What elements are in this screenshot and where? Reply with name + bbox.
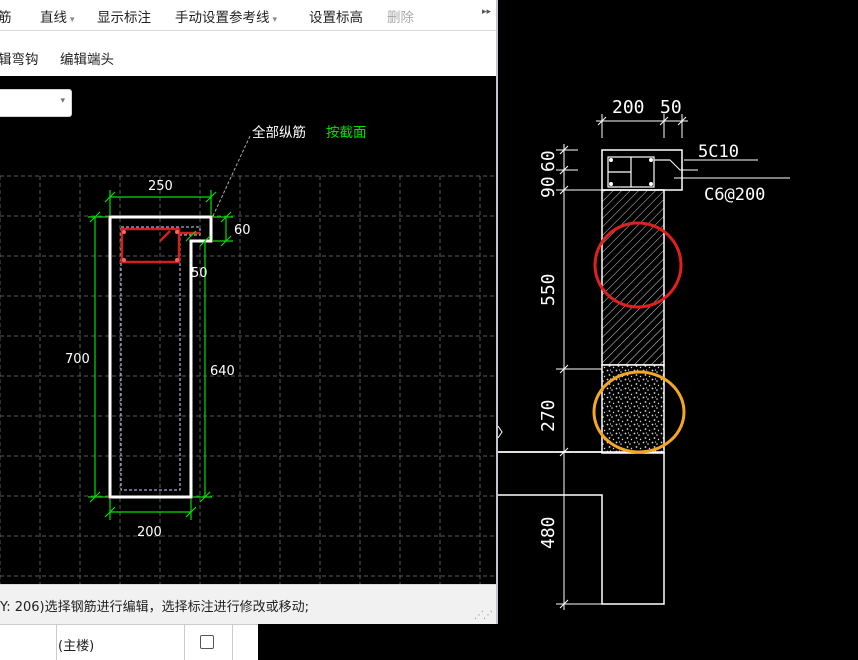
section-outline[interactable] xyxy=(108,215,213,499)
toolbar-show-dims-button[interactable]: 显示标注 xyxy=(97,10,151,26)
top-dimension-lines xyxy=(596,114,688,138)
dim-width-200[interactable]: 200 xyxy=(612,97,645,118)
edit-end-button[interactable]: 编辑端头 xyxy=(60,52,114,68)
dim-height-480[interactable]: 480 xyxy=(538,516,559,549)
secondary-toolbar: 辑弯钩 编辑端头 xyxy=(0,38,496,74)
table-cell-floor[interactable]: (主楼) xyxy=(58,639,95,654)
toolbar-line-label: 直线 xyxy=(40,10,67,26)
status-text: Y: 206)选择钢筋进行编辑，选择标注进行修改或移动; xyxy=(0,600,309,615)
dim-right-height[interactable]: 640 xyxy=(210,364,235,379)
dim-right-small[interactable]: 60 xyxy=(234,223,251,238)
cap-rebar-dots xyxy=(609,158,653,186)
rebar-dots xyxy=(122,230,179,262)
chevron-down-icon: ▾ xyxy=(60,96,65,106)
table-divider xyxy=(184,625,185,660)
orange-highlight-circle xyxy=(592,370,686,454)
dim-inner-small[interactable]: 50 xyxy=(191,266,208,281)
section-select[interactable]: ▾ xyxy=(0,89,72,117)
toolbar-set-elevation-button[interactable]: 设置标高 xyxy=(309,10,363,26)
wall-hatched[interactable] xyxy=(601,189,665,366)
toolbar-rebar-button[interactable]: 筋 xyxy=(0,6,12,26)
annotation-prefix[interactable]: 全部纵筋 xyxy=(252,124,306,141)
break-mark xyxy=(498,425,503,439)
main-toolbar: 筋 直线▾ 显示标注 手动设置参考线▾ 设置标高 删除 ▸▸ xyxy=(0,0,496,31)
cad-drawing: 5C10 C6@200 200 50 60 90 550 270 480 xyxy=(498,97,790,610)
chevron-down-icon: ▾ xyxy=(70,15,75,25)
dim-height-90[interactable]: 90 xyxy=(538,176,559,198)
table-divider xyxy=(56,625,57,660)
dim-height-270[interactable]: 270 xyxy=(538,399,559,432)
stirrup-label[interactable]: C6@200 xyxy=(704,185,765,205)
rebar-editor-window: 筋 直线▾ 显示标注 手动设置参考线▾ 设置标高 删除 ▸▸ 辑弯钩 编辑端头 xyxy=(0,0,498,624)
floor-table-row: (主楼) xyxy=(0,624,258,660)
label-leaders xyxy=(654,159,790,179)
dim-height-550[interactable]: 550 xyxy=(538,273,559,306)
left-dimension-lines xyxy=(556,144,602,610)
dim-top-width[interactable]: 250 xyxy=(148,179,173,194)
dimension-lines xyxy=(88,190,233,520)
status-bar: Y: 206)选择钢筋进行编辑，选择标注进行修改或移动; ⋰⋰ xyxy=(0,584,496,624)
toolbar-manual-ref-label: 手动设置参考线 xyxy=(175,10,270,26)
chevron-down-icon: ▾ xyxy=(272,15,278,25)
top-rebar-cage[interactable] xyxy=(120,227,200,264)
table-checkbox[interactable] xyxy=(200,635,214,649)
resize-grip-icon[interactable]: ⋰⋰ xyxy=(474,610,493,621)
table-divider xyxy=(232,625,233,660)
toolbar-overflow-icon[interactable]: ▸▸ xyxy=(482,7,492,17)
wall-concrete[interactable] xyxy=(601,364,665,454)
edit-hook-button[interactable]: 辑弯钩 xyxy=(0,52,39,68)
rebar-label[interactable]: 5C10 xyxy=(698,142,739,162)
annotation-link[interactable]: 按截面 xyxy=(326,125,367,141)
cap-beam[interactable] xyxy=(601,149,683,191)
dim-width-50[interactable]: 50 xyxy=(660,97,682,118)
rebar-section-canvas[interactable]: 全部纵筋 按截面 250 60 50 700 640 200 ▾ xyxy=(0,76,496,584)
dim-height-60[interactable]: 60 xyxy=(538,150,559,172)
foundation-outline[interactable] xyxy=(498,451,665,605)
section-drawing: 全部纵筋 按截面 250 60 50 700 640 200 xyxy=(0,124,496,584)
toolbar-delete-button[interactable]: 删除 xyxy=(387,10,414,26)
red-highlight-circle xyxy=(593,221,683,309)
dim-bottom-width[interactable]: 200 xyxy=(137,525,162,540)
toolbar-manual-ref-line-button[interactable]: 手动设置参考线▾ xyxy=(175,6,277,26)
toolbar-line-button[interactable]: 直线▾ xyxy=(40,6,75,26)
dim-left-height[interactable]: 700 xyxy=(65,352,90,367)
grid xyxy=(0,175,496,584)
